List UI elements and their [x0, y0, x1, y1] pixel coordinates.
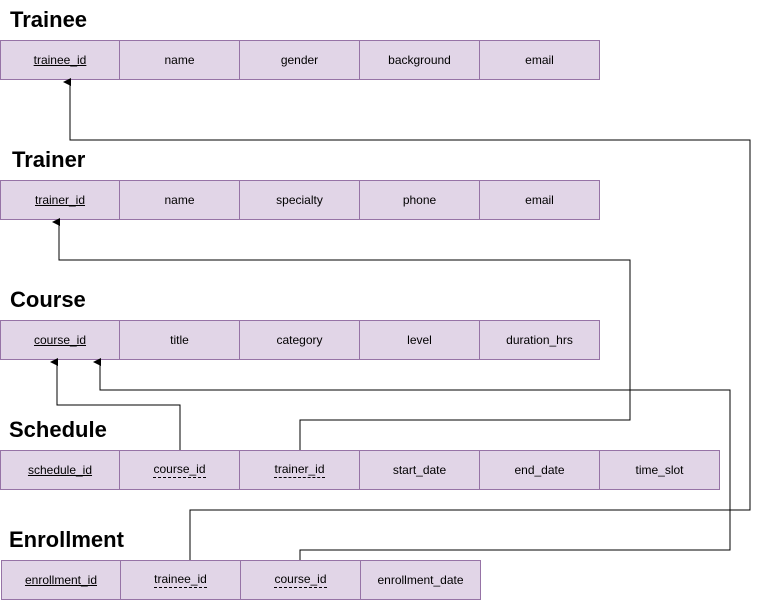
- trainer-col-name[interactable]: name: [119, 180, 240, 220]
- enrollment-col-trainee-id[interactable]: trainee_id: [120, 560, 241, 600]
- schedule-col-schedule-id[interactable]: schedule_id: [0, 450, 120, 490]
- trainer-col-email[interactable]: email: [479, 180, 600, 220]
- course-col-duration-hrs[interactable]: duration_hrs: [479, 320, 600, 360]
- table-title-enrollment: Enrollment: [9, 527, 124, 552]
- enrollment-col-enrollment-date[interactable]: enrollment_date: [360, 560, 481, 600]
- schedule-col-trainer-id[interactable]: trainer_id: [239, 450, 360, 490]
- trainer-col-specialty[interactable]: specialty: [239, 180, 360, 220]
- course-col-category[interactable]: category: [239, 320, 360, 360]
- course-col-title[interactable]: title: [119, 320, 240, 360]
- table-title-schedule: Schedule: [9, 417, 107, 442]
- trainer-col-phone[interactable]: phone: [359, 180, 480, 220]
- course-table: course_id title category level duration_…: [0, 320, 600, 360]
- trainer-col-trainer-id[interactable]: trainer_id: [0, 180, 120, 220]
- trainee-col-gender[interactable]: gender: [239, 40, 360, 80]
- schedule-col-course-id[interactable]: course_id: [119, 450, 240, 490]
- trainee-col-email[interactable]: email: [479, 40, 600, 80]
- trainee-table: trainee_id name gender background email: [0, 40, 600, 80]
- enrollment-col-course-id[interactable]: course_id: [240, 560, 361, 600]
- trainer-table: trainer_id name specialty phone email: [0, 180, 600, 220]
- schedule-table: schedule_id course_id trainer_id start_d…: [0, 450, 720, 490]
- course-col-course-id[interactable]: course_id: [0, 320, 120, 360]
- schedule-col-time-slot[interactable]: time_slot: [599, 450, 720, 490]
- schedule-col-end-date[interactable]: end_date: [479, 450, 600, 490]
- schedule-col-start-date[interactable]: start_date: [359, 450, 480, 490]
- enrollment-col-enrollment-id[interactable]: enrollment_id: [1, 560, 121, 600]
- trainee-col-name[interactable]: name: [119, 40, 240, 80]
- course-col-level[interactable]: level: [359, 320, 480, 360]
- table-title-trainee: Trainee: [10, 7, 88, 32]
- enrollment-table: enrollment_id trainee_id course_id enrol…: [1, 560, 481, 600]
- trainee-col-background[interactable]: background: [359, 40, 480, 80]
- table-title-trainer: Trainer: [12, 147, 86, 172]
- trainee-col-trainee-id[interactable]: trainee_id: [0, 40, 120, 80]
- table-title-course: Course: [10, 287, 86, 312]
